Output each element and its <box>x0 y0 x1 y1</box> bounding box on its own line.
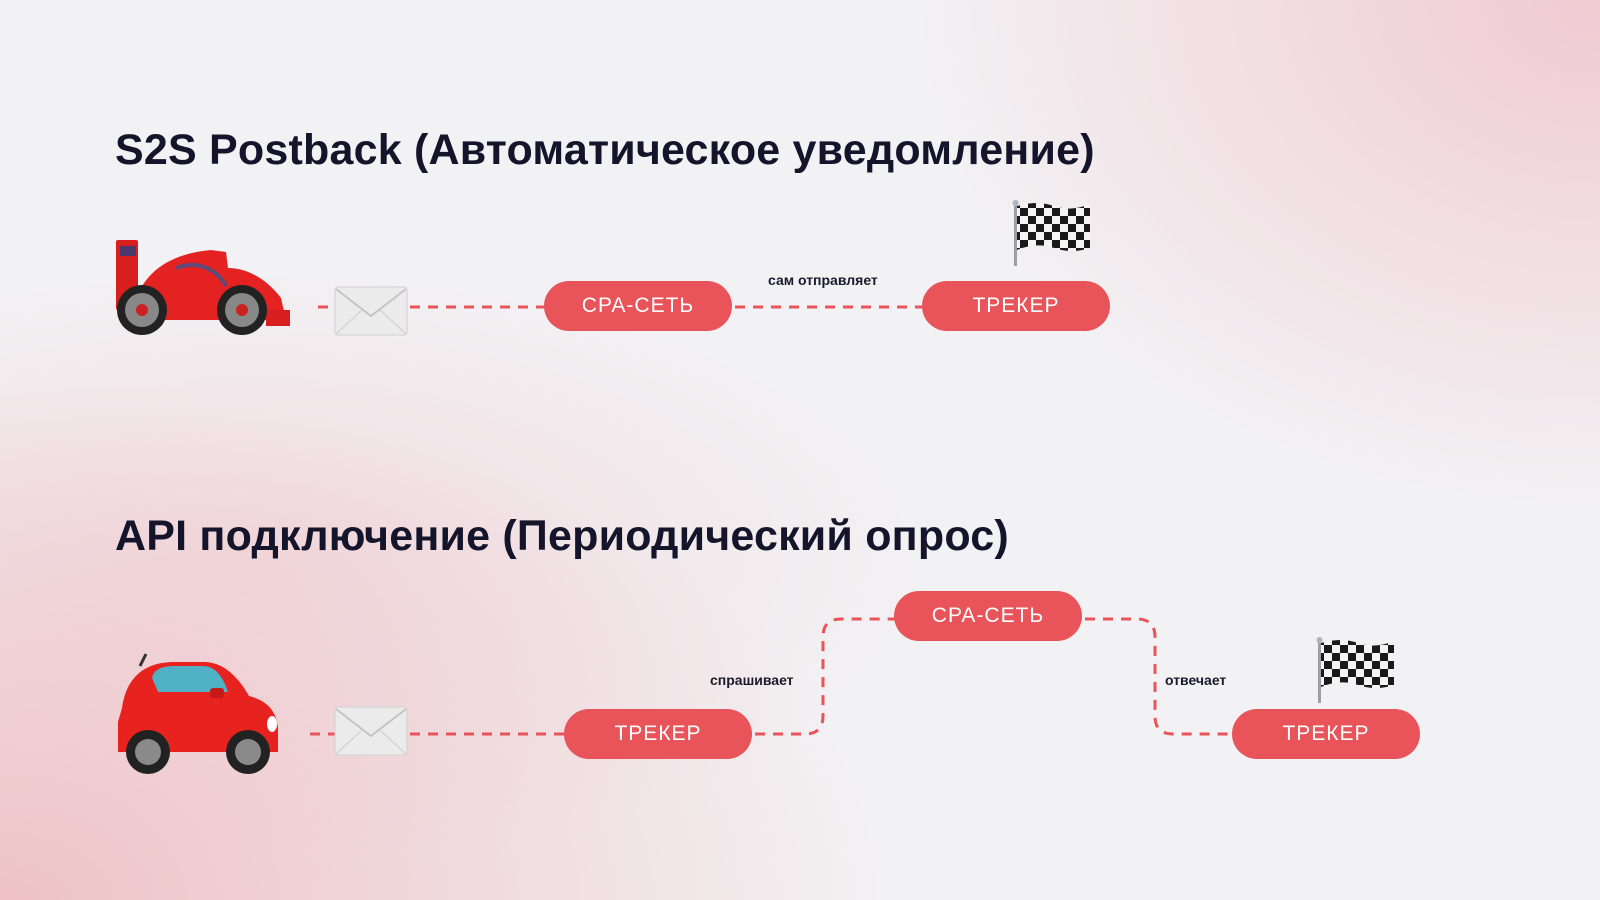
envelope-icon <box>334 706 408 761</box>
race-car-icon <box>116 238 298 343</box>
edge-label-sends: сам отправляет <box>768 272 878 288</box>
node-tracker: ТРЕКЕР <box>922 281 1110 331</box>
section-title-s2s: S2S Postback (Автоматическое уведомление… <box>115 126 1095 174</box>
edge-label-answers: отвечает <box>1165 672 1227 688</box>
automobile-icon <box>114 648 286 783</box>
node-tracker: ТРЕКЕР <box>564 709 752 759</box>
chequered-flag-icon <box>1316 637 1396 710</box>
chequered-flag-icon <box>1012 200 1092 273</box>
section-title-api: API подключение (Периодический опрос) <box>115 512 1009 560</box>
node-cpa-network: CPA-СЕТЬ <box>544 281 732 331</box>
connector-tracker-to-cpa <box>755 617 895 736</box>
edge-label-asks: спрашивает <box>710 672 794 688</box>
node-tracker-final: ТРЕКЕР <box>1232 709 1420 759</box>
envelope-icon <box>334 286 408 341</box>
node-cpa-network: CPA-СЕТЬ <box>894 591 1082 641</box>
connector-cpa-to-tracker2 <box>1085 617 1232 736</box>
